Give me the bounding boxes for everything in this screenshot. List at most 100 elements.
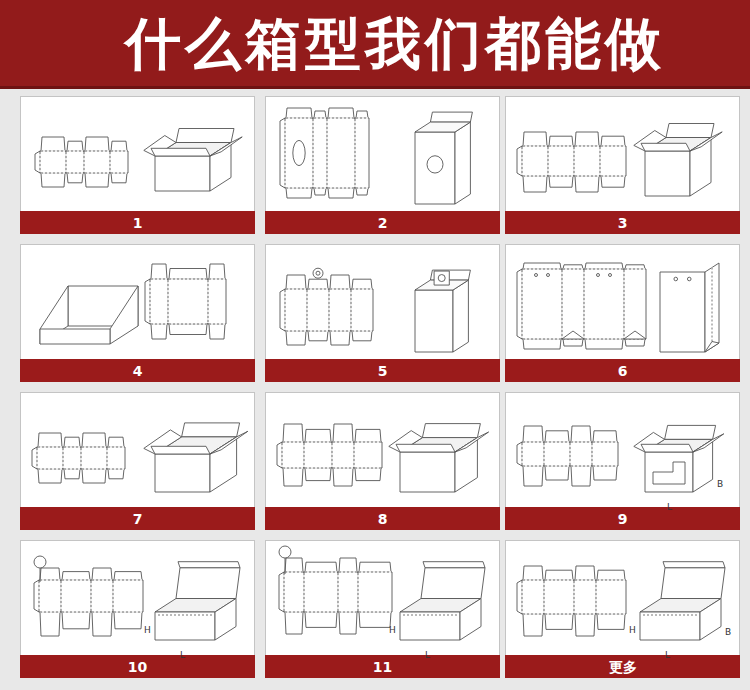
front-flap: [396, 444, 455, 452]
glue-flap: [145, 279, 150, 324]
bottom-flap: [114, 612, 142, 629]
fold-mask: [92, 579, 112, 581]
fold-mask: [65, 152, 67, 172]
dimension-label: L: [425, 643, 430, 662]
glue-flap: [279, 572, 284, 612]
fold-line: [597, 580, 625, 581]
top-flap: [283, 424, 303, 442]
top-flap: [597, 570, 625, 580]
body-panel: [570, 442, 592, 466]
front-face: [155, 156, 210, 191]
top-flap: [523, 566, 543, 580]
top-flap: [286, 108, 312, 118]
fold-mask: [623, 270, 625, 338]
fold-line: [285, 119, 286, 187]
fold-mask: [312, 119, 314, 187]
bottom-flap: [355, 468, 381, 481]
fold-mask: [39, 152, 41, 172]
bottom-flap: [92, 612, 112, 636]
fold-line: [585, 269, 623, 270]
glue-flap: [517, 269, 522, 339]
top-flap: [585, 263, 623, 269]
bag-front: [660, 272, 705, 352]
bottom-flap: [330, 331, 350, 345]
panel-frame: [506, 97, 740, 234]
fold-line: [523, 466, 543, 467]
fold-mask: [38, 468, 62, 470]
body-panel: [574, 146, 600, 176]
fold-line: [62, 580, 90, 581]
fold-mask: [92, 611, 112, 613]
page-title: 什么箱型我们都能做: [125, 16, 665, 72]
bottom-flap: [549, 176, 573, 187]
fold-line: [523, 614, 543, 615]
fold-line: [286, 331, 306, 332]
number-bar: 9: [505, 507, 740, 530]
side-face: [700, 599, 721, 641]
fold-mask: [356, 117, 368, 119]
bottom-flap: [523, 176, 547, 192]
fold-line: [108, 447, 124, 448]
fold-line: [523, 146, 547, 147]
fold-line: [111, 173, 127, 174]
bottom-flap: [82, 469, 106, 483]
bottom-flap: [575, 176, 599, 192]
fold-mask: [573, 147, 575, 175]
fold-line: [304, 573, 305, 611]
fold-line: [624, 270, 625, 338]
panel-frame: [266, 541, 500, 678]
fold-mask: [591, 443, 593, 465]
top-flap: [82, 433, 106, 447]
box-3d: [144, 423, 248, 492]
fold-mask: [339, 611, 357, 613]
fold-mask: [112, 581, 114, 611]
panel-frame: [506, 541, 740, 678]
body-panel: [592, 442, 618, 466]
panel-frame: [266, 97, 500, 234]
fold-mask: [284, 290, 286, 330]
body-panel: [544, 442, 570, 466]
body-panel: [107, 447, 125, 469]
bottom-flap: [111, 173, 127, 183]
fold-line: [522, 147, 523, 175]
fold-line: [522, 270, 523, 338]
fold-mask: [285, 571, 303, 573]
glue-flap: [517, 146, 522, 176]
top-flap: [64, 437, 80, 447]
body-panel: [39, 580, 61, 612]
fold-mask: [326, 119, 328, 187]
dimension-letter: L: [665, 650, 670, 660]
fold-line: [545, 580, 573, 581]
box-style-number: 5: [378, 364, 388, 378]
mailer-lid: [421, 568, 485, 599]
top-flap: [523, 132, 547, 146]
body-panel: [522, 580, 544, 614]
body-panel: [596, 580, 626, 614]
bottom-flap: [563, 339, 583, 346]
top-flap: [359, 562, 391, 572]
top-flap: [285, 558, 303, 572]
back-flap: [182, 423, 240, 437]
side-flap: [455, 432, 489, 452]
body-panel: [113, 580, 143, 612]
fold-mask: [359, 571, 391, 573]
fold-line: [592, 443, 593, 465]
cut-line: [40, 568, 41, 582]
fold-mask: [308, 288, 328, 290]
front-face: [645, 151, 690, 196]
body-panel: [522, 442, 544, 466]
fold-mask: [711, 268, 713, 342]
body-panel: [522, 146, 548, 176]
fold-mask: [305, 611, 337, 613]
top-flap: [169, 269, 207, 280]
box-panel-5: [266, 245, 500, 382]
bottom-flap: [305, 468, 331, 481]
box-style-number: 3: [618, 216, 628, 230]
fold-line: [305, 442, 331, 443]
top-flap: [339, 558, 357, 572]
fold-mask: [523, 613, 543, 615]
fold-mask: [283, 467, 303, 469]
fold-mask: [355, 441, 381, 443]
fold-mask: [521, 443, 523, 465]
